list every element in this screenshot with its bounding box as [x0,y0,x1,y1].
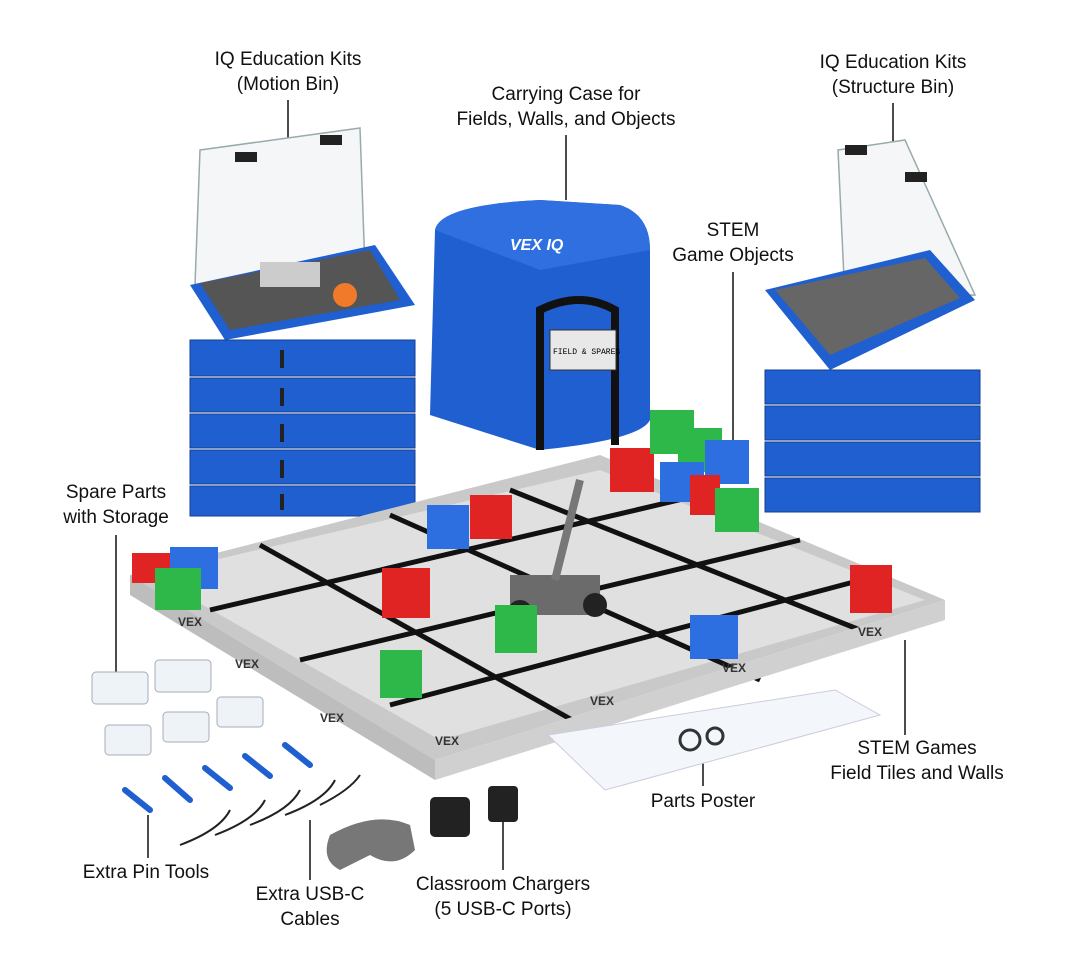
controller [326,819,415,870]
wall-logo: VEX [722,661,746,675]
label-line: Field Tiles and Walls [830,763,1004,784]
label-structure-bin: IQ Education Kits (Structure Bin) [820,50,967,100]
wall-logo: VEX [858,625,882,639]
game-objects [132,410,892,698]
label-line: (Motion Bin) [236,74,340,95]
label-line: Parts Poster [650,791,756,812]
spare-parts-boxes [91,659,264,756]
label-line: STEM [706,220,760,241]
label-line: Fields, Walls, and Objects [456,109,676,130]
wall-logo: VEX [590,694,614,708]
label-line: with Storage [63,507,169,528]
motion-bin-stack [189,127,416,517]
label-line: (5 USB-C Ports) [434,899,572,920]
label-line: Spare Parts [65,482,167,503]
parts-poster [546,689,882,791]
label-parts-poster: Parts Poster [651,789,756,814]
structure-bin-stack [764,139,981,513]
label-line: Cables [280,909,340,930]
carrying-case: VEX IQ FIELD & SPARES [430,200,650,450]
label-usb-cables: Extra USB-C Cables [256,882,365,932]
wall-logo: VEX [435,734,459,748]
label-line: IQ Education Kits [214,49,362,70]
label-motion-bin: IQ Education Kits (Motion Bin) [215,47,362,97]
label-spare-parts: Spare Parts with Storage [63,480,169,530]
label-line: Classroom Chargers [415,874,591,895]
usb-c-cables [179,774,361,846]
wall-logo: VEX [320,711,344,725]
bag-logo: VEX IQ [510,237,564,254]
leader-lines [115,100,906,880]
pin-tools [122,742,313,813]
label-carrying-case: Carrying Case for Fields, Walls, and Obj… [457,82,676,132]
label-line: Extra Pin Tools [82,862,210,883]
wall-logo: VEX [178,615,202,629]
wall-logos: VEX VEX VEX VEX VEX VEX VEX [178,615,882,748]
label-line: Carrying Case for [491,84,641,105]
label-game-objects: STEM Game Objects [672,218,793,268]
label-chargers: Classroom Chargers (5 USB-C Ports) [416,872,590,922]
label-line: (Structure Bin) [831,77,955,98]
label-pin-tools: Extra Pin Tools [83,860,209,885]
label-line: Game Objects [672,245,794,266]
bag-tag: FIELD & SPARES [553,348,620,357]
label-line: IQ Education Kits [819,52,967,73]
label-line: STEM Games [857,738,977,759]
classroom-chargers [430,786,518,837]
wall-logo: VEX [235,657,259,671]
label-line: Extra USB-C [255,884,365,905]
label-field-tiles: STEM Games Field Tiles and Walls [830,736,1004,786]
